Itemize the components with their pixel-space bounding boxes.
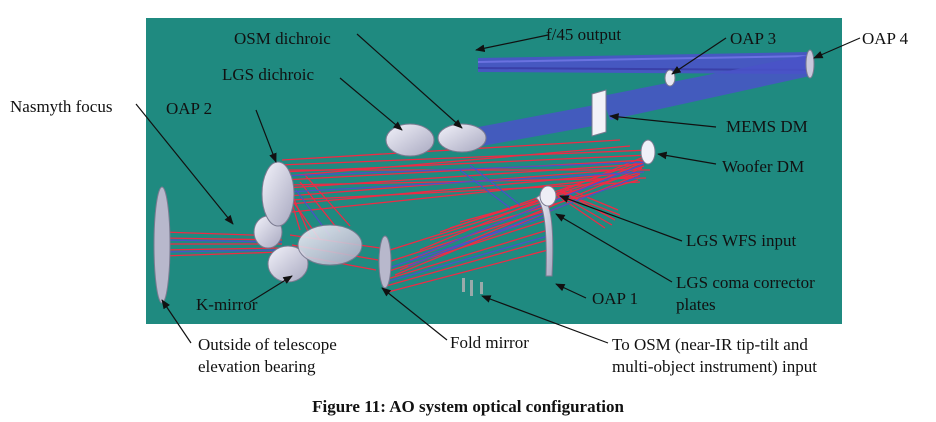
label-oap3: OAP 3 [730,29,776,48]
oap2-mirror [261,161,295,227]
elevation-bearing [153,186,171,304]
label-lgs-wfs-input: LGS WFS input [686,231,796,250]
label-outside-bearing-2: elevation bearing [198,357,316,376]
label-outside-bearing-1: Outside of telescope [198,335,337,354]
fold-mirror [378,235,392,289]
lgs-coma-corrector [539,185,557,207]
osm-dichroic [437,123,487,153]
label-lgs-coma-corrector-2: plates [676,295,716,314]
label-mems-dm: MEMS DM [726,117,808,136]
label-oap4: OAP 4 [862,29,909,48]
label-lgs-coma-corrector-1: LGS coma corrector [676,273,815,292]
label-lgs-dichroic: LGS dichroic [222,65,315,84]
label-to-osm-2: multi-object instrument) input [612,357,817,376]
mems-dm [591,89,607,137]
blue-beam-bundle [161,161,651,283]
oap4-to-mems-beam [602,55,810,120]
optics [153,49,815,304]
label-nasmyth-focus: Nasmyth focus [10,97,112,116]
label-to-osm-1: To OSM (near-IR tip-tilt and [612,335,808,354]
red-beam-bundle [161,139,651,293]
label-osm-dichroic: OSM dichroic [234,29,331,48]
label-f45-output: f/45 output [546,25,621,44]
mems-to-osm-beam [452,104,604,150]
leader-lines [135,33,861,344]
label-oap2: OAP 2 [166,99,212,118]
label-woofer-dm: Woofer DM [722,157,804,176]
label-oap1: OAP 1 [592,289,638,308]
oap4-mirror [805,49,815,79]
label-k-mirror: K-mirror [196,295,258,314]
lgs-dichroic [385,123,435,157]
woofer-dm [640,139,656,165]
figure-caption: Figure 11: AO system optical configurati… [312,397,624,416]
label-fold-mirror: Fold mirror [450,333,529,352]
